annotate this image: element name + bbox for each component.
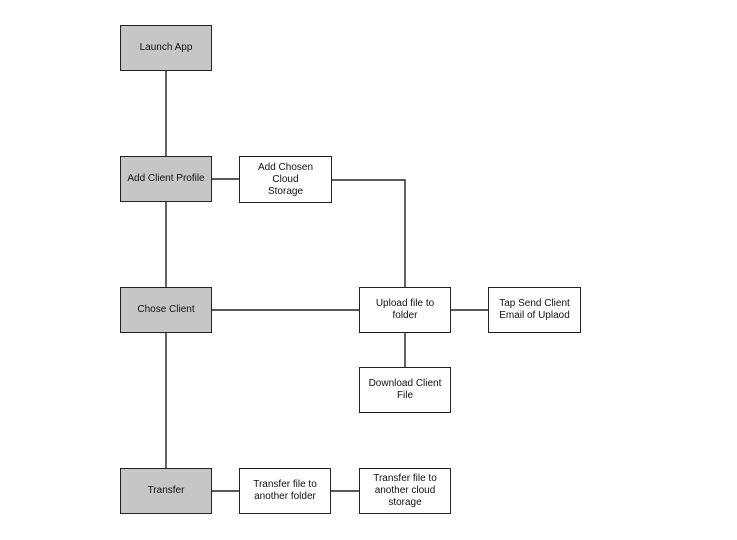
node-transfer-to-cloud: Transfer file to another cloud storage (359, 468, 451, 514)
node-tap-send-email-label: Tap Send Client Email of Uplaod (499, 298, 570, 321)
node-transfer-to-cloud-label: Transfer file to another cloud storage (373, 473, 437, 508)
node-launch-app: Launch App (120, 25, 212, 71)
node-add-client-profile: Add Client Profile (120, 156, 212, 202)
node-transfer: Transfer (120, 468, 212, 514)
node-chose-client-label: Chose Client (137, 304, 195, 315)
node-tap-send-email: Tap Send Client Email of Uplaod (488, 287, 581, 333)
node-add-client-profile-label: Add Client Profile (127, 173, 205, 184)
node-add-cloud-storage-label: Add Chosen Cloud Storage (257, 161, 314, 197)
node-launch-app-label: Launch App (139, 42, 193, 53)
connector-cloud-to-upload (332, 179, 406, 287)
node-transfer-to-folder: Transfer file to another folder (239, 468, 331, 514)
node-chose-client: Chose Client (120, 287, 212, 333)
node-add-cloud-storage: Add Chosen Cloud Storage (239, 156, 332, 203)
node-transfer-to-folder-label: Transfer file to another folder (253, 479, 317, 502)
node-transfer-label: Transfer (147, 485, 185, 496)
node-download-client-file-label: Download Client File (368, 378, 442, 401)
node-upload-file-label: Upload file to folder (375, 298, 435, 321)
node-upload-file: Upload file to folder (359, 287, 451, 333)
node-download-client-file: Download Client File (359, 367, 451, 413)
